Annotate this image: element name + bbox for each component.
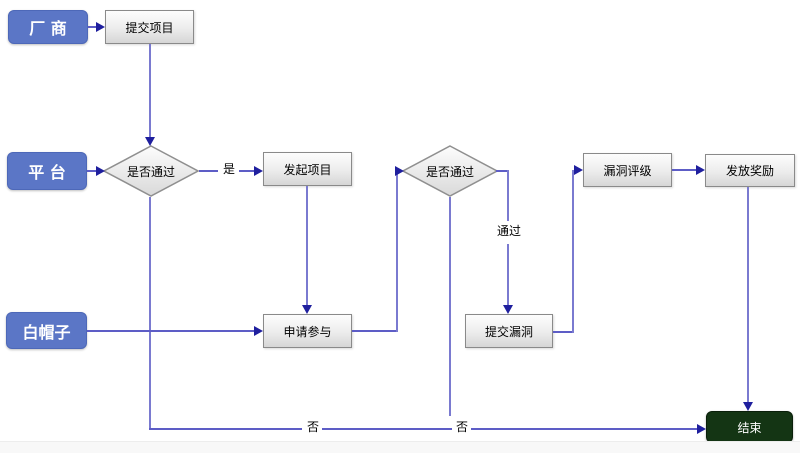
edge-no-rail-line3 — [471, 428, 697, 430]
arrowhead-right-icon — [254, 326, 263, 336]
node-decision-2: 是否通过 — [402, 145, 498, 197]
edge-platform-decision1-line — [87, 170, 96, 172]
arrowhead-right-icon — [574, 165, 583, 175]
node-submit-project: 提交项目 — [105, 10, 194, 44]
node-decision-1: 是否通过 — [103, 145, 199, 197]
arrowhead-right-icon — [96, 22, 105, 32]
edge-label-pass: 通过 — [495, 224, 524, 238]
edge-decision1-no-vline — [149, 197, 151, 429]
lane-whitehat: 白帽子 — [6, 312, 87, 349]
decision-2-label: 是否通过 — [425, 164, 474, 179]
node-launch-project: 发起项目 — [263, 152, 352, 186]
edge-decision1-yes-line2 — [239, 170, 254, 172]
edge-vuln-rating-hline — [553, 331, 574, 333]
node-end: 结束 — [706, 411, 793, 443]
arrowhead-right-icon — [395, 166, 404, 176]
bottom-strip — [0, 441, 800, 453]
edge-apply-decision2-vline — [396, 171, 398, 332]
edge-vendor-submit-line — [88, 26, 97, 28]
edge-apply-decision2-hline — [352, 330, 398, 332]
diamond-shape — [402, 145, 498, 197]
edge-decision2-no-vline — [449, 197, 451, 416]
edge-decision2-pass-hline — [496, 170, 509, 172]
edge-rating-reward-line — [672, 169, 697, 171]
edge-label-yes: 是 — [221, 162, 238, 176]
node-apply-join: 申请参与 — [263, 314, 352, 348]
arrowhead-right-icon — [697, 424, 706, 434]
edge-label-no-2: 否 — [454, 420, 471, 434]
node-submit-vuln: 提交漏洞 — [465, 314, 553, 348]
edge-no-rail-line2 — [322, 428, 452, 430]
edge-launch-apply-line — [306, 186, 308, 305]
arrowhead-right-icon — [96, 166, 105, 176]
arrowhead-down-icon — [302, 305, 312, 314]
diamond-shape — [103, 145, 199, 197]
arrowhead-down-icon — [743, 402, 753, 411]
edge-reward-end-line — [747, 187, 749, 403]
node-vuln-rating: 漏洞评级 — [583, 153, 672, 187]
arrowhead-right-icon — [254, 166, 263, 176]
lane-vendor: 厂 商 — [8, 10, 88, 44]
arrowhead-right-icon — [696, 165, 705, 175]
arrowhead-down-icon — [145, 137, 155, 146]
edge-vuln-rating-vline — [572, 170, 574, 333]
decision-1-label: 是否通过 — [126, 164, 175, 179]
node-give-reward: 发放奖励 — [705, 154, 795, 187]
edge-decision2-pass-vline1 — [507, 170, 509, 221]
edge-no-rail-line1 — [149, 428, 302, 430]
lane-platform: 平 台 — [7, 152, 87, 190]
edge-decision2-pass-vline2 — [507, 244, 509, 306]
arrowhead-down-icon — [503, 305, 513, 314]
edge-submit-decision1-line — [149, 44, 151, 137]
edge-whitehat-apply-line — [87, 330, 254, 332]
edge-label-no-1: 否 — [305, 420, 322, 434]
edge-decision1-yes-line — [199, 170, 218, 172]
